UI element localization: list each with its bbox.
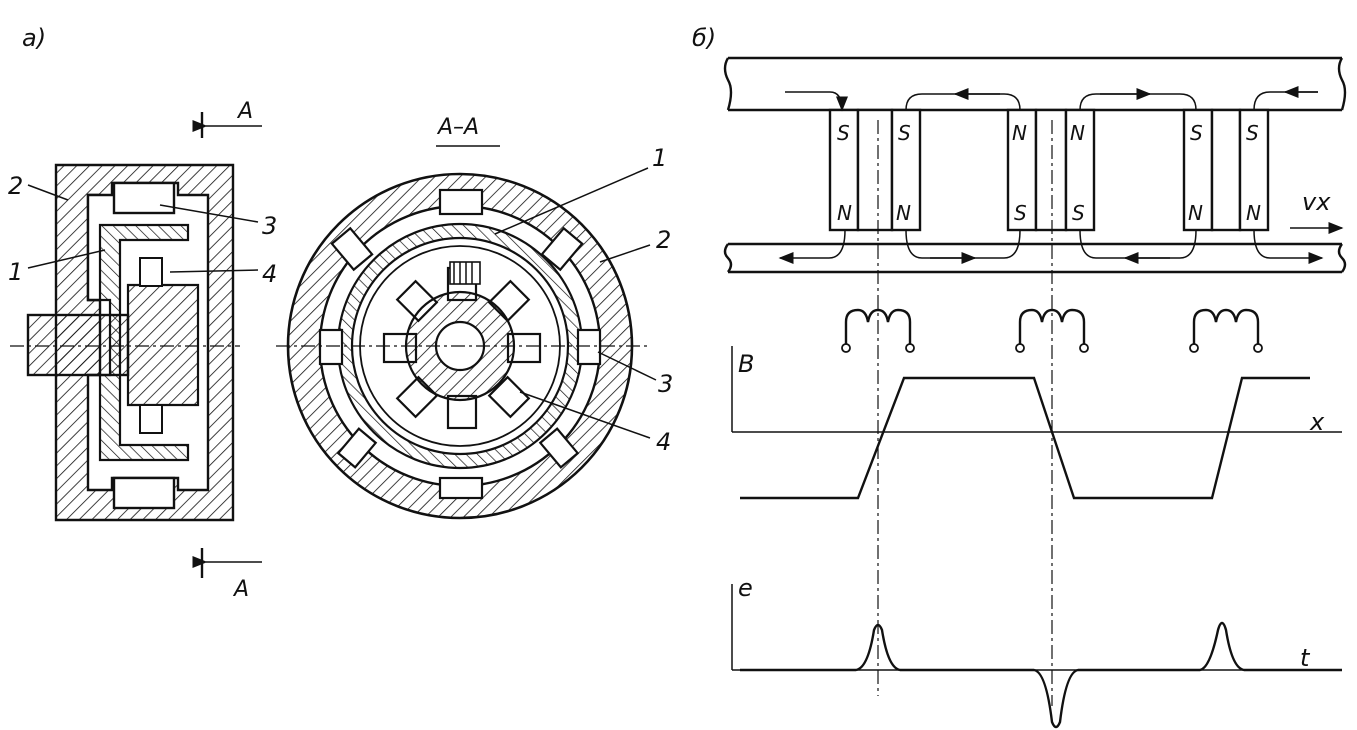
graph-B-x-label: x — [1309, 408, 1325, 436]
callout-4-section: 4 — [656, 428, 671, 456]
flux-paths — [778, 86, 1324, 264]
pole-bottom-3: S — [1014, 201, 1027, 225]
panel-a-label: а) — [22, 24, 46, 52]
B-waveform — [740, 376, 1310, 500]
callout-1-section: 1 — [652, 144, 667, 172]
side-section-view: А А 2 3 1 4 — [8, 99, 277, 602]
cross-section-view: А–А — [276, 115, 673, 520]
magnet-bottom — [112, 476, 176, 510]
callout-3-section: 3 — [658, 370, 673, 398]
pole-top-5: S — [1190, 121, 1203, 145]
graph-e-y-label: e — [738, 574, 753, 602]
pole-bottom-2: N — [896, 201, 911, 225]
ring-magnets — [318, 188, 602, 500]
graph-e-x-label: t — [1300, 644, 1311, 672]
velocity-label: vx — [1302, 188, 1331, 216]
panel-b: б) S S N N S S N N S S N N — [692, 24, 1347, 729]
pole-bottom-5: N — [1188, 201, 1203, 225]
pole-top-3: N — [1012, 121, 1027, 145]
pole-bottom-6: N — [1246, 201, 1261, 225]
pole-top-4: N — [1070, 121, 1085, 145]
shaft — [26, 313, 130, 377]
section-mark-bottom: А — [232, 577, 249, 602]
pole-top-1: S — [837, 121, 850, 145]
e-waveform — [740, 621, 1342, 729]
pole-top-2: S — [898, 121, 911, 145]
pole-bottom-1: N — [837, 201, 852, 225]
panel-a: а) А А 2 — [8, 24, 673, 602]
callout-3-side: 3 — [262, 212, 277, 240]
hub-part-4 — [126, 283, 200, 407]
upper-yoke — [723, 56, 1347, 112]
pole-top-6: S — [1246, 121, 1259, 145]
callout-2-side: 2 — [8, 172, 23, 200]
panel-b-label: б) — [692, 24, 716, 52]
sensing-coils — [841, 308, 1263, 353]
magnet-top — [112, 181, 176, 215]
section-mark-top: А — [236, 99, 253, 124]
graph-B-vs-x: B x — [731, 346, 1342, 500]
callout-4-side: 4 — [262, 260, 277, 288]
graph-e-vs-t: e t — [731, 574, 1342, 729]
graph-B-y-label: B — [738, 350, 754, 378]
cross-section-title: А–А — [436, 115, 479, 140]
magnet-blocks — [828, 108, 1270, 232]
callout-2-section: 2 — [656, 226, 671, 254]
pole-bottom-4: S — [1072, 201, 1085, 225]
callout-1-side: 1 — [8, 258, 23, 286]
lower-yoke — [723, 242, 1347, 274]
